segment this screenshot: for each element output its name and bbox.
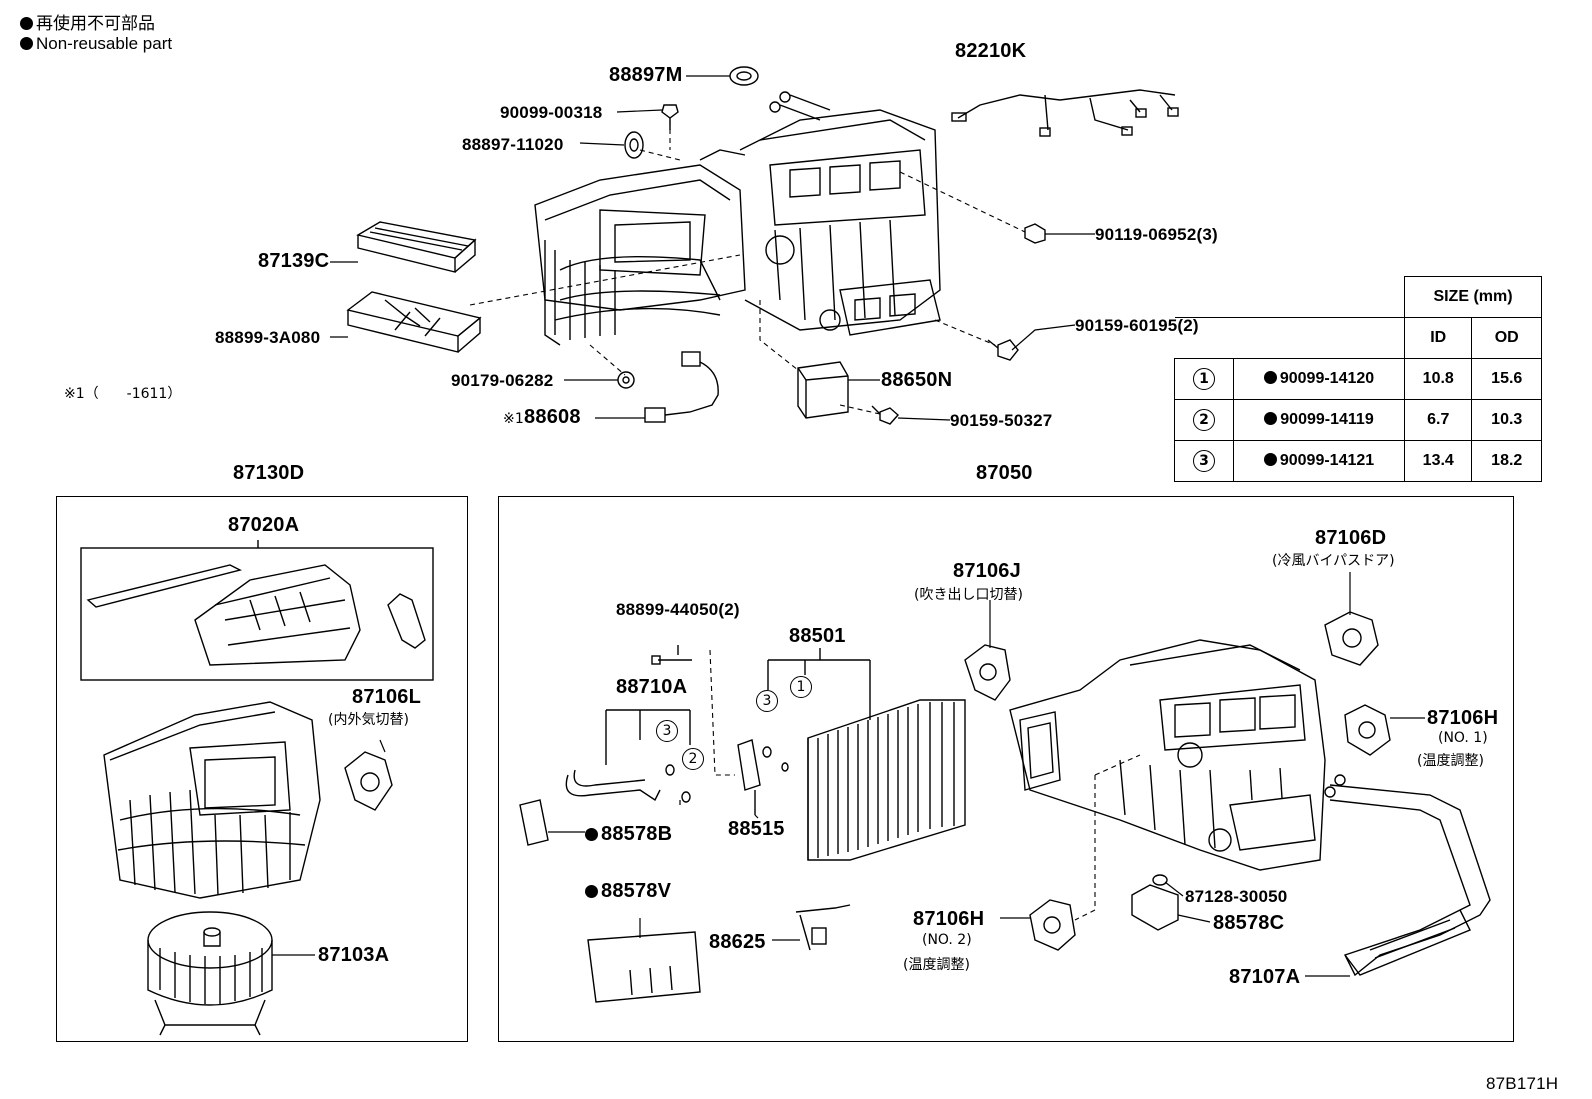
callout-3-icon: 3 xyxy=(656,720,678,742)
part-87106J[interactable]: 87106J xyxy=(953,560,1021,582)
size-part: 90099-14119 xyxy=(1280,411,1374,428)
part-90179-06282[interactable]: 90179-06282 xyxy=(451,371,554,390)
part-88515[interactable]: 88515 xyxy=(728,818,785,840)
part-87106H-no2-desc: (温度調整) xyxy=(903,957,970,973)
part-82210K[interactable]: 82210K xyxy=(955,40,1027,62)
screw-90159-60195 xyxy=(987,339,1019,361)
grommet-88897M xyxy=(729,66,759,86)
size-table: SIZE (mm) ID OD 1 90099-14120 10.8 15.6 … xyxy=(1174,276,1542,482)
group-87130D-box xyxy=(56,496,468,1042)
part-87106H-no2-number: (NO. 2) xyxy=(922,932,972,948)
callout-3-icon: 3 xyxy=(756,690,778,712)
part-87128-30050[interactable]: 87128-30050 xyxy=(1185,887,1288,906)
part-88899-3A080[interactable]: 88899-3A080 xyxy=(215,328,321,347)
part-90159-50327[interactable]: 90159-50327 xyxy=(950,411,1053,430)
part-88578B[interactable]: 88578B xyxy=(585,823,672,846)
screw-90159-50327 xyxy=(871,405,899,425)
part-87106H-no1-desc: (温度調整) xyxy=(1417,753,1484,769)
part-87139C[interactable]: 87139C xyxy=(258,250,330,272)
part-87103A[interactable]: 87103A xyxy=(318,944,390,966)
callout-1-icon: 1 xyxy=(1193,368,1215,390)
ecu-88650N xyxy=(797,361,849,419)
size-row: 3 90099-14121 13.4 18.2 xyxy=(1174,440,1542,482)
callout-2-icon: 2 xyxy=(682,748,704,770)
screw-90119-06952 xyxy=(1024,223,1046,244)
part-88578B-number: 88578B xyxy=(601,823,673,845)
part-87106H-no1[interactable]: 87106H xyxy=(1427,707,1499,729)
screw-90099-00318 xyxy=(661,104,679,130)
callout-1-icon: 1 xyxy=(790,676,812,698)
bullet-dot-icon xyxy=(1263,371,1277,384)
group-87050-label[interactable]: 87050 xyxy=(976,462,1033,484)
part-88897M[interactable]: 88897M xyxy=(609,64,683,86)
bullet-dot-icon xyxy=(1263,453,1277,466)
part-88578V[interactable]: 88578V xyxy=(585,880,671,903)
part-87106J-desc: (吹き出し口切替) xyxy=(914,587,1023,603)
part-87106D-desc: (冷風バイパスドア) xyxy=(1272,553,1395,569)
part-87106L[interactable]: 87106L xyxy=(352,686,422,708)
part-88897-11020[interactable]: 88897-11020 xyxy=(462,135,564,154)
size-row: 1 90099-14120 10.8 15.6 xyxy=(1174,358,1542,400)
part-88578V-number: 88578V xyxy=(601,880,672,902)
legend-jp-text: 再使用不可部品 xyxy=(36,14,155,33)
size-row: 2 90099-14119 6.7 10.3 xyxy=(1174,399,1542,441)
part-87106H-no1-number: (NO. 1) xyxy=(1438,730,1488,746)
size-header: SIZE (mm) xyxy=(1404,276,1542,318)
part-88501[interactable]: 88501 xyxy=(789,625,846,647)
bullet-dot-icon xyxy=(1264,412,1278,425)
bullet-dot-icon xyxy=(20,17,33,30)
size-od: 15.6 xyxy=(1471,358,1542,400)
figure-id: 87B171H xyxy=(1486,1074,1559,1093)
callout-3-icon: 3 xyxy=(1193,450,1215,472)
note-mark: ※1 xyxy=(503,411,525,427)
bullet-dot-icon xyxy=(585,885,598,898)
legend-en-text: Non-reusable part xyxy=(36,34,173,53)
group-87050-box xyxy=(498,496,1514,1042)
part-90159-60195[interactable]: 90159-60195(2) xyxy=(1075,316,1199,335)
part-87106H-no2[interactable]: 87106H xyxy=(913,908,985,930)
part-87106L-desc: (内外気切替) xyxy=(328,712,409,728)
size-id: 13.4 xyxy=(1403,440,1473,482)
wire-harness-82210K xyxy=(951,89,1179,137)
part-88608-number: 88608 xyxy=(524,406,581,428)
size-id: 10.8 xyxy=(1403,358,1473,400)
size-part: 90099-14121 xyxy=(1279,452,1375,469)
bullet-dot-icon xyxy=(20,37,33,50)
legend-en: Non-reusable part xyxy=(20,34,172,54)
screw-90179-06282 xyxy=(617,371,635,389)
dashed-guides-top xyxy=(469,120,1026,415)
leader-lines-top xyxy=(330,75,1095,421)
part-88899-44050[interactable]: 88899-44050(2) xyxy=(616,600,740,619)
part-90119-06952[interactable]: 90119-06952(3) xyxy=(1095,225,1218,244)
sensor-88608 xyxy=(644,351,719,423)
col-id: ID xyxy=(1403,317,1473,359)
size-part: 90099-14120 xyxy=(1279,370,1375,387)
note-serial: ※1（ -1611） xyxy=(64,386,182,402)
filter-88899-3A080 xyxy=(346,291,482,353)
seal-88897-11020 xyxy=(624,131,644,159)
part-88710A[interactable]: 88710A xyxy=(616,676,688,698)
part-90099-00318[interactable]: 90099-00318 xyxy=(500,103,603,122)
part-87020A[interactable]: 87020A xyxy=(228,514,300,536)
part-88608[interactable]: ※188608 xyxy=(503,406,581,429)
hvac-unit-top xyxy=(534,91,941,346)
bullet-dot-icon xyxy=(585,828,598,841)
part-87106D[interactable]: 87106D xyxy=(1315,527,1387,549)
part-88625[interactable]: 88625 xyxy=(709,931,766,953)
size-od: 18.2 xyxy=(1471,440,1542,482)
callout-2-icon: 2 xyxy=(1193,409,1215,431)
filter-87139C xyxy=(356,221,477,273)
part-88650N[interactable]: 88650N xyxy=(881,369,953,391)
part-88578C[interactable]: 88578C xyxy=(1213,912,1285,934)
group-87130D-drawing xyxy=(80,540,434,1036)
size-id: 6.7 xyxy=(1403,399,1473,441)
size-od: 10.3 xyxy=(1471,399,1542,441)
group-87130D-label[interactable]: 87130D xyxy=(233,462,305,484)
col-od: OD xyxy=(1471,317,1542,359)
part-87107A[interactable]: 87107A xyxy=(1229,966,1301,988)
legend-jp: 再使用不可部品 xyxy=(20,9,155,34)
group-87050-drawing xyxy=(519,572,1491,1003)
